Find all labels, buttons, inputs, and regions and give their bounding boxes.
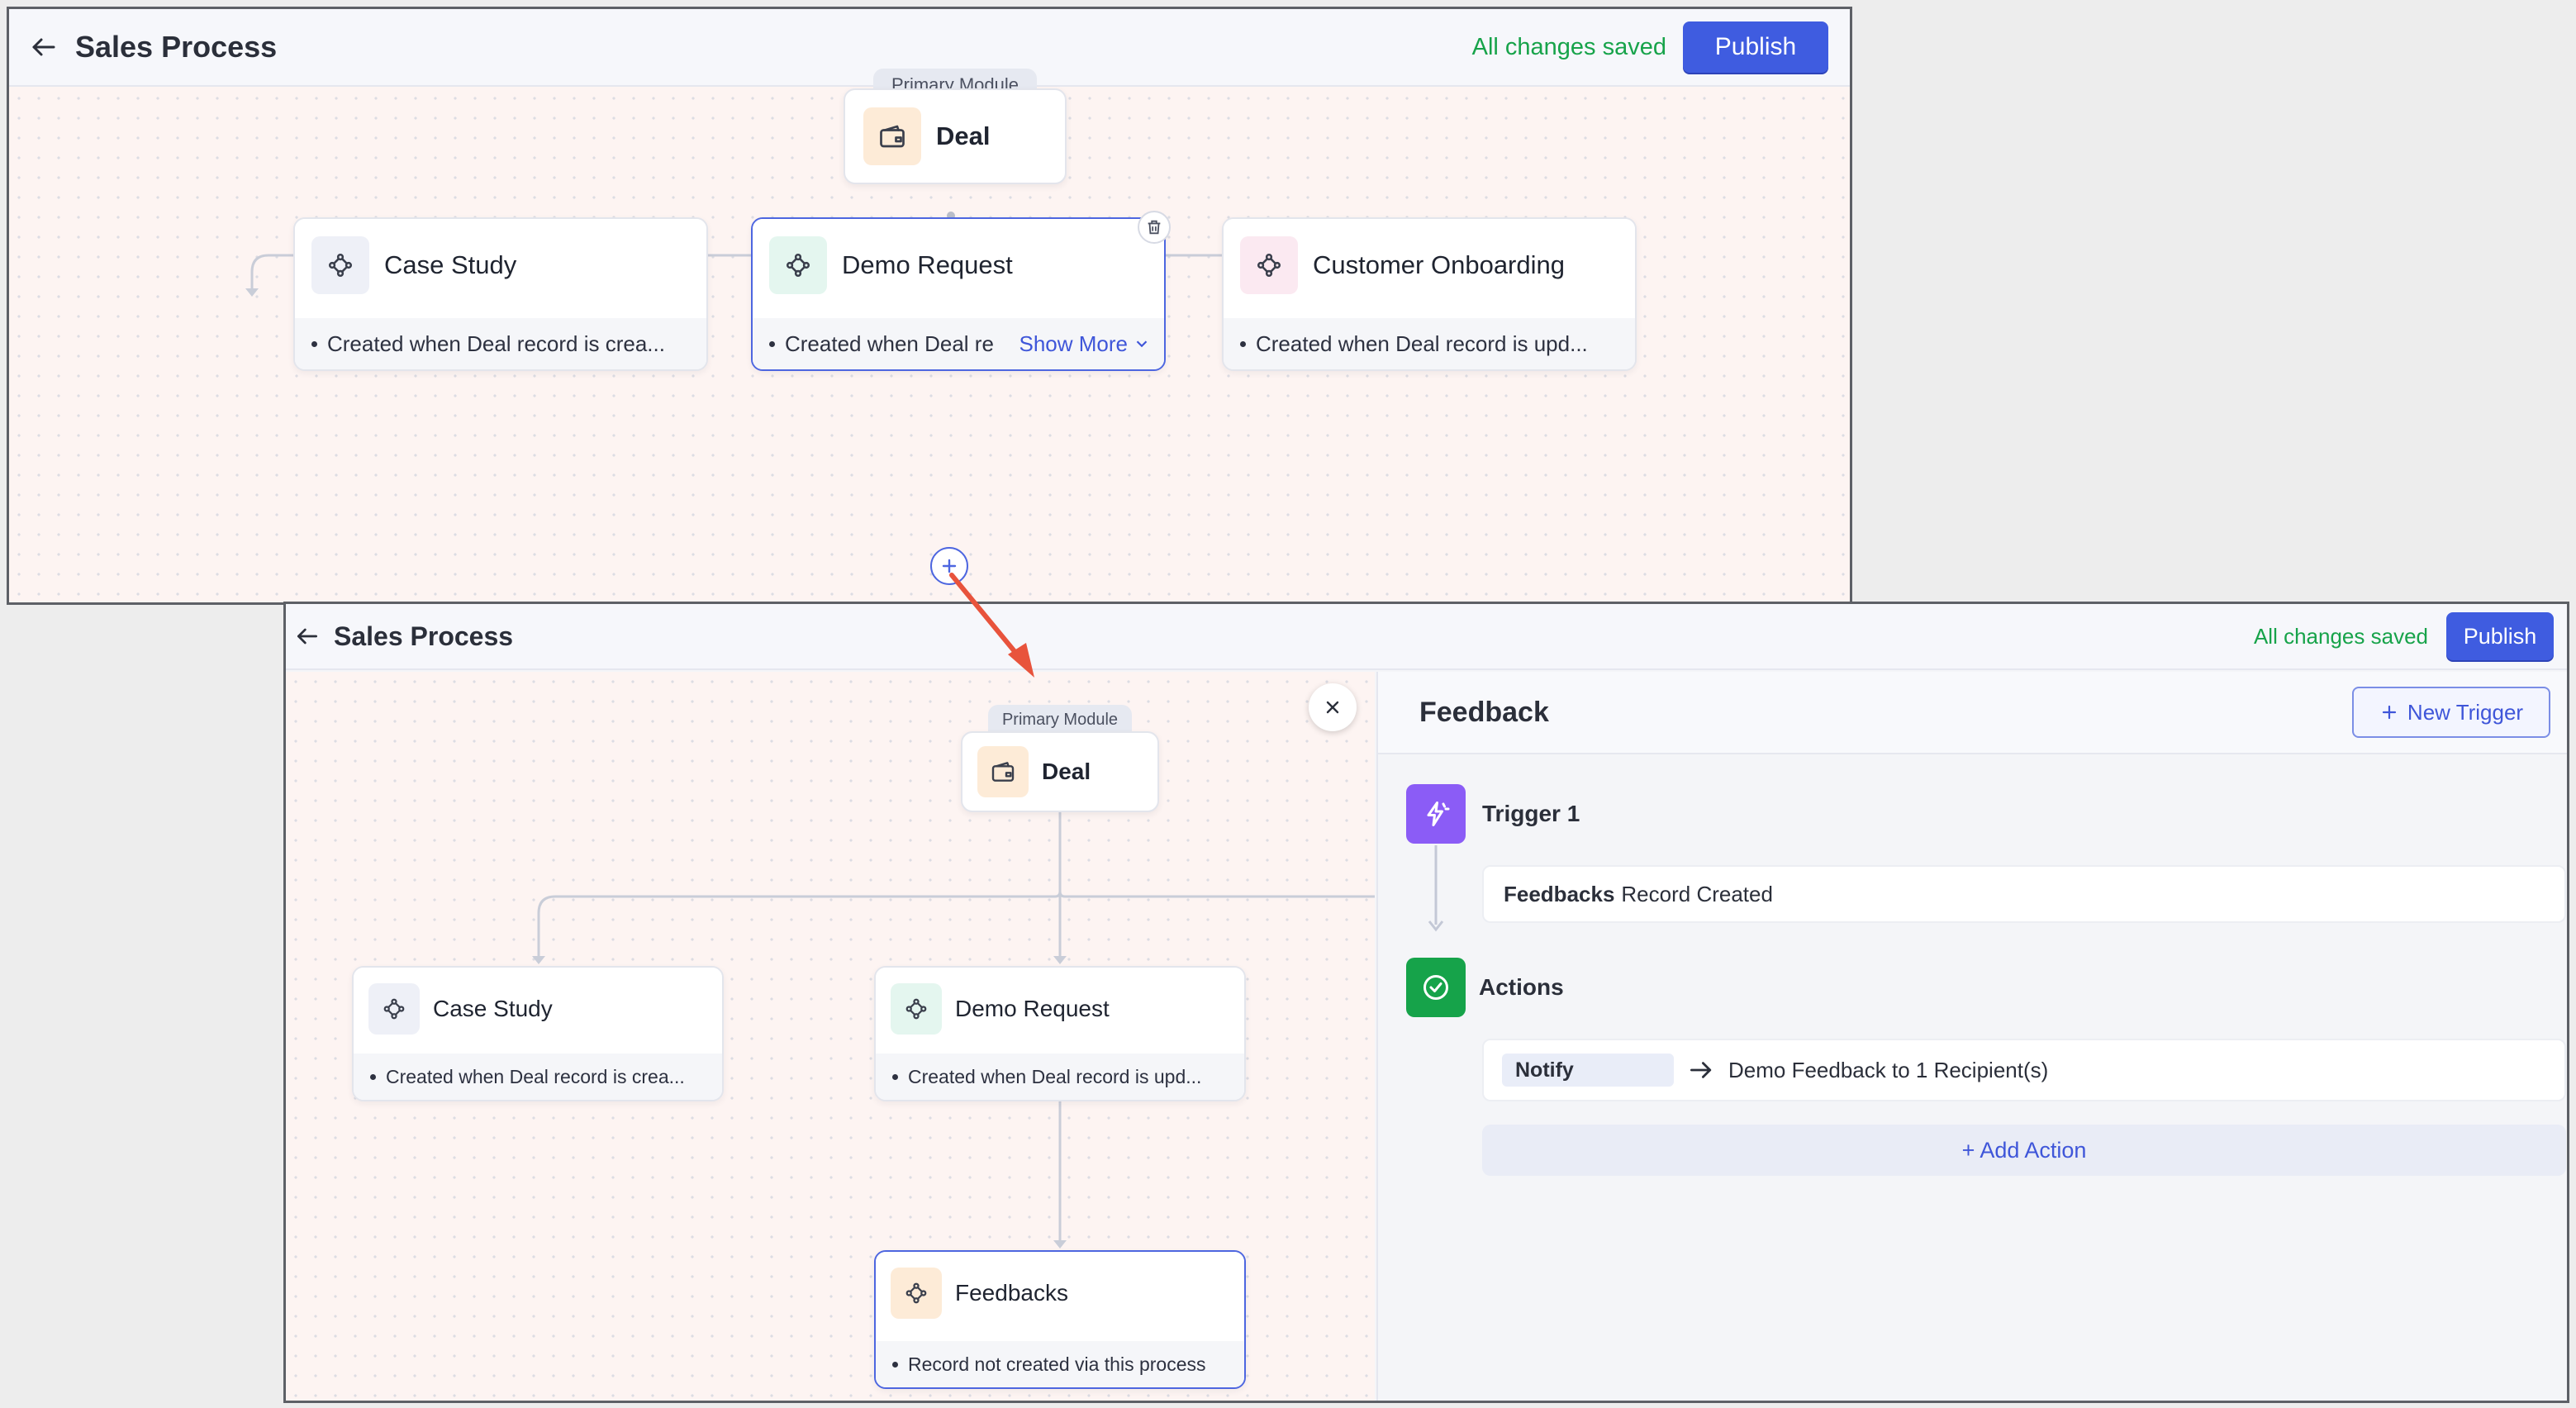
process-node-icon (769, 236, 827, 294)
publish-button[interactable]: Publish (2446, 612, 2554, 660)
card-title: Demo Request (955, 996, 1110, 1021)
process-card-demo-request[interactable]: Demo Request Created when Deal record is… (874, 966, 1246, 1101)
card-description: Created when Deal record is upd... (876, 1054, 1244, 1100)
process-card-demo-request[interactable]: Demo Request Created when Deal re Show M… (751, 217, 1166, 371)
add-child-plus-icon[interactable] (930, 547, 968, 585)
deal-module-node[interactable]: Deal (961, 731, 1159, 812)
annotation-arrow (949, 573, 1034, 678)
process-canvas[interactable]: Primary Module Deal Case Study Created w… (286, 672, 1375, 1401)
card-title: Case Study (433, 996, 553, 1021)
flow-connector (1428, 845, 1444, 932)
card-description: Created when Deal record is crea... (354, 1054, 722, 1100)
feedback-side-panel: Feedback New Trigger Trigger 1 Feedbacks… (1376, 672, 2567, 1401)
panel-title: Feedback (1419, 696, 1549, 728)
action-type-badge: Notify (1502, 1054, 1674, 1087)
card-title: Demo Request (842, 250, 1013, 279)
process-node-icon (1240, 236, 1298, 294)
process-card-case-study[interactable]: Case Study Created when Deal record is c… (352, 966, 724, 1101)
action-detail: Demo Feedback to 1 Recipient(s) (1728, 1057, 2049, 1082)
process-card-case-study[interactable]: Case Study Created when Deal record is c… (293, 217, 708, 371)
wallet-icon (863, 107, 921, 165)
card-description: Record not created via this process (876, 1341, 1244, 1387)
process-node-icon (368, 983, 420, 1035)
connector-lines (532, 812, 1375, 1249)
actions-check-icon (1406, 958, 1466, 1017)
trigger-label: Trigger 1 (1482, 801, 1580, 826)
process-card-customer-onboarding[interactable]: Customer Onboarding Created when Deal re… (1222, 217, 1637, 371)
save-status: All changes saved (1471, 33, 1666, 60)
card-title: Customer Onboarding (1313, 250, 1565, 279)
close-icon[interactable] (1309, 683, 1357, 731)
header: Sales Process All changes saved Publish (286, 604, 2567, 670)
actions-label: Actions (1479, 974, 1564, 1000)
delete-icon[interactable] (1138, 211, 1171, 244)
card-title: Case Study (384, 250, 517, 279)
trigger-condition[interactable]: Feedbacks Record Created (1482, 865, 2566, 923)
process-canvas[interactable]: Primary Module Deal Case Study Created w… (9, 69, 1850, 602)
new-trigger-button[interactable]: New Trigger (2352, 687, 2550, 738)
sales-process-window-top: Sales Process All changes saved Publish … (7, 7, 1852, 605)
action-row[interactable]: Notify Demo Feedback to 1 Recipient(s) (1482, 1039, 2566, 1101)
sales-process-window-bottom: Sales Process All changes saved Publish … (283, 602, 2569, 1403)
arrow-right-icon (1690, 1062, 1712, 1078)
back-arrow-icon[interactable] (26, 29, 62, 65)
add-action-button[interactable]: + Add Action (1482, 1125, 2566, 1176)
deal-module-node[interactable]: Deal (844, 88, 1067, 184)
show-more-link[interactable]: Show More (1012, 318, 1151, 369)
page-title: Sales Process (75, 30, 278, 64)
plus-icon (2382, 705, 2397, 720)
back-arrow-icon[interactable] (289, 618, 326, 654)
module-name: Deal (1042, 759, 1091, 784)
card-title: Feedbacks (955, 1280, 1068, 1306)
process-node-icon (891, 983, 942, 1035)
card-description: Created when Deal record is crea... (295, 318, 706, 369)
publish-button[interactable]: Publish (1683, 21, 1828, 73)
save-status: All changes saved (2253, 623, 2428, 649)
process-node-icon (311, 236, 369, 294)
primary-module-badge: Primary Module (988, 705, 1132, 735)
trigger-bolt-icon (1406, 784, 1466, 844)
card-description: Created when Deal record is upd... (1224, 318, 1635, 369)
wallet-icon (977, 746, 1029, 797)
page-title: Sales Process (334, 621, 514, 651)
process-card-feedbacks[interactable]: Feedbacks Record not created via this pr… (874, 1250, 1246, 1389)
module-name: Deal (936, 121, 991, 150)
chevron-down-icon (1136, 340, 1148, 348)
process-node-icon (891, 1268, 942, 1319)
